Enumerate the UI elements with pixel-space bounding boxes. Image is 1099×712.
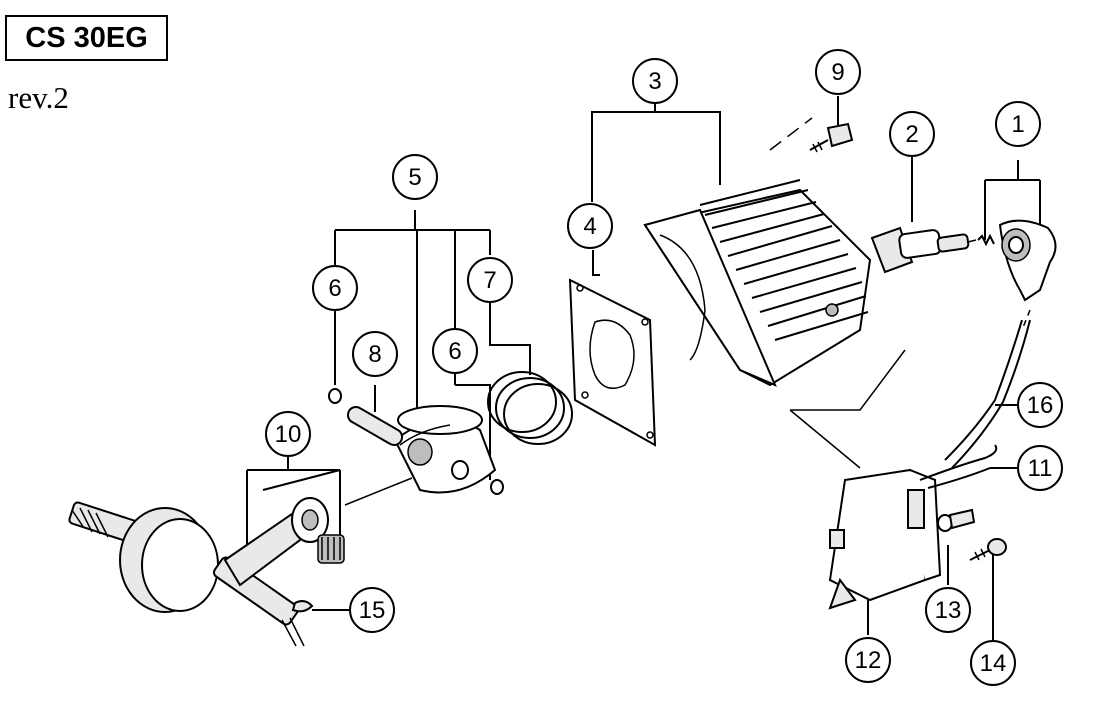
svg-text:3: 3: [648, 68, 661, 95]
circlip-left: [328, 388, 342, 404]
ground-wire-edge: [927, 467, 991, 489]
svg-text:15: 15: [359, 597, 386, 624]
revision-label: rev.2: [8, 80, 69, 115]
callout-6-right: 6: [432, 328, 478, 374]
svg-text:13: 13: [935, 597, 962, 624]
svg-text:8: 8: [368, 341, 381, 368]
leader-lines: [246, 96, 1041, 640]
callout-8: 8: [352, 331, 398, 377]
callout-16: 16: [1017, 382, 1063, 428]
callout-4: 4: [567, 203, 613, 249]
callout-6-left: 6: [312, 265, 358, 311]
callout-3: 3: [632, 58, 678, 104]
callout-10: 10: [265, 411, 311, 457]
callout-15: 15: [349, 587, 395, 633]
cylinder: [643, 179, 872, 387]
svg-text:5: 5: [408, 164, 421, 191]
callout-2: 2: [889, 111, 935, 157]
piston-rings: [487, 371, 573, 445]
svg-text:4: 4: [583, 213, 596, 240]
ground-wire: [919, 444, 998, 481]
high-tension-lead: [944, 319, 1023, 461]
crankshaft: [68, 497, 345, 647]
svg-text:12: 12: [855, 647, 882, 674]
svg-text:6: 6: [448, 338, 461, 365]
callout-7: 7: [467, 257, 513, 303]
cylinder-bolt: [809, 122, 854, 153]
svg-text:7: 7: [483, 267, 496, 294]
callout-14: 14: [970, 640, 1016, 686]
cylinder-gasket: [568, 278, 657, 447]
ignition-coil: [828, 468, 942, 610]
spark-plug: [870, 226, 977, 274]
piston-pin: [346, 406, 404, 446]
callout-5: 5: [392, 154, 438, 200]
svg-text:10: 10: [275, 421, 302, 448]
svg-text:2: 2: [905, 121, 918, 148]
svg-text:1: 1: [1011, 111, 1024, 138]
callout-11: 11: [1017, 445, 1063, 491]
svg-text:6: 6: [328, 275, 341, 302]
callout-13: 13: [925, 587, 971, 633]
model-label: CS 30EG: [5, 15, 168, 61]
svg-text:9: 9: [831, 59, 844, 86]
high-tension-lead-edge: [951, 319, 1031, 469]
callout-9: 9: [815, 49, 861, 95]
callout-12: 12: [845, 637, 891, 683]
svg-text:11: 11: [1028, 455, 1053, 482]
svg-text:16: 16: [1027, 392, 1054, 419]
coil-screw: [969, 538, 1007, 561]
svg-text:14: 14: [980, 650, 1007, 677]
callout-1: 1: [995, 101, 1041, 147]
woodruff-key: [291, 600, 314, 613]
coil-washer: [937, 508, 976, 532]
spark-plug-boot: [977, 219, 1057, 302]
circlip-right: [490, 479, 504, 495]
piston: [393, 405, 497, 494]
